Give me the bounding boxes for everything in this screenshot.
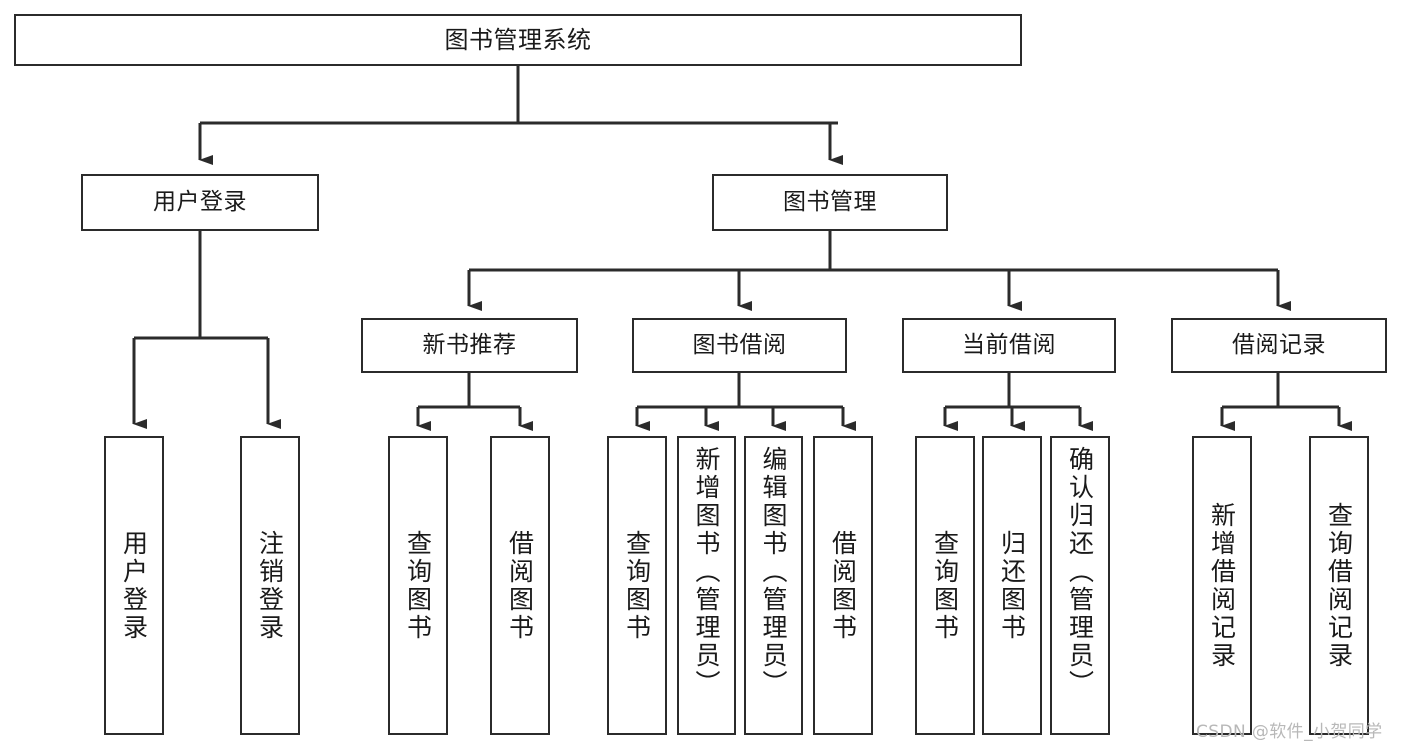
node-label: 图书管理系统 bbox=[444, 25, 592, 54]
leaf-confirm-return-admin[interactable]: 确认归还（管理员） bbox=[1050, 436, 1110, 735]
node-label: 借阅图书 bbox=[505, 529, 535, 642]
node-label: 借阅图书 bbox=[828, 529, 858, 642]
node-book-borrow[interactable]: 图书借阅 bbox=[632, 318, 847, 373]
node-label: 确认归还（管理员） bbox=[1065, 446, 1095, 698]
node-label: 图书借阅 bbox=[692, 331, 787, 358]
leaf-query-book-current[interactable]: 查询图书 bbox=[915, 436, 975, 735]
leaf-borrow-book-recommend[interactable]: 借阅图书 bbox=[490, 436, 550, 735]
node-label: 编辑图书（管理员） bbox=[759, 446, 788, 698]
leaf-user-login[interactable]: 用户登录 bbox=[104, 436, 164, 735]
node-new-book-recommend[interactable]: 新书推荐 bbox=[361, 318, 578, 373]
node-label: 查询图书 bbox=[930, 529, 960, 642]
leaf-borrow-book-borrow[interactable]: 借阅图书 bbox=[813, 436, 873, 735]
node-label: 当前借阅 bbox=[962, 331, 1056, 358]
leaf-logout-login[interactable]: 注销登录 bbox=[240, 436, 300, 735]
leaf-return-book[interactable]: 归还图书 bbox=[982, 436, 1042, 735]
node-user-login[interactable]: 用户登录 bbox=[81, 174, 319, 231]
node-label: 查询图书 bbox=[403, 529, 433, 642]
node-book-management[interactable]: 图书管理 bbox=[712, 174, 948, 231]
node-label: 新增借阅记录 bbox=[1207, 501, 1237, 670]
node-label: 注销登录 bbox=[255, 529, 285, 642]
node-label: 借阅记录 bbox=[1232, 331, 1326, 358]
node-label: 图书管理 bbox=[783, 188, 877, 215]
leaf-query-borrow-record[interactable]: 查询借阅记录 bbox=[1309, 436, 1369, 735]
node-label: 新书推荐 bbox=[422, 331, 517, 358]
node-current-borrow[interactable]: 当前借阅 bbox=[902, 318, 1116, 373]
leaf-add-borrow-record[interactable]: 新增借阅记录 bbox=[1192, 436, 1252, 735]
node-label: 查询借阅记录 bbox=[1324, 501, 1354, 670]
node-label: 用户登录 bbox=[119, 529, 149, 642]
node-label: 归还图书 bbox=[997, 529, 1027, 642]
leaf-edit-book-admin[interactable]: 编辑图书（管理员） bbox=[744, 436, 803, 735]
node-root-book-management-system[interactable]: 图书管理系统 bbox=[14, 14, 1022, 66]
node-label: 新增图书（管理员） bbox=[692, 446, 721, 698]
node-borrow-record[interactable]: 借阅记录 bbox=[1171, 318, 1387, 373]
leaf-add-book-admin[interactable]: 新增图书（管理员） bbox=[677, 436, 736, 735]
leaf-query-book-borrow[interactable]: 查询图书 bbox=[607, 436, 667, 735]
leaf-query-book-recommend[interactable]: 查询图书 bbox=[388, 436, 448, 735]
node-label: 查询图书 bbox=[622, 529, 652, 642]
watermark-text: CSDN @软件_小贺同学 bbox=[1196, 722, 1383, 742]
node-label: 用户登录 bbox=[153, 188, 247, 215]
